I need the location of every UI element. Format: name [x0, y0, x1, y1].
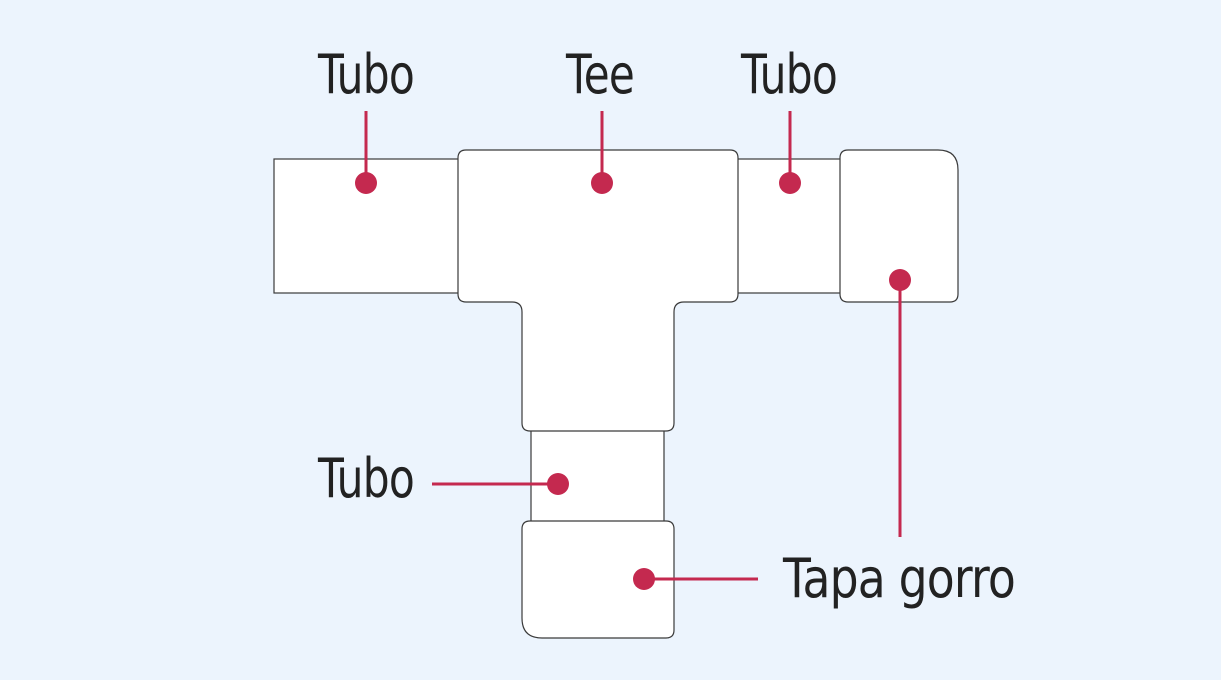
tapa-gorro-label: Tapa gorro	[782, 547, 1015, 610]
tubo-right-marker	[779, 172, 801, 194]
right-cap-part	[839, 149, 959, 303]
tee-marker	[591, 172, 613, 194]
bottom-cap-marker	[633, 568, 655, 590]
tubo-bottom-marker	[547, 473, 569, 495]
tubo-left-label: Tubo	[317, 43, 414, 106]
bottom-cap-part	[521, 520, 675, 639]
tubo-right-label: Tubo	[740, 43, 837, 106]
tee-label: Tee	[565, 43, 634, 106]
tubo-bottom-label: Tubo	[317, 447, 414, 510]
tubo-left-marker	[355, 172, 377, 194]
tee-part	[457, 149, 739, 432]
right-cap-marker	[889, 269, 911, 291]
